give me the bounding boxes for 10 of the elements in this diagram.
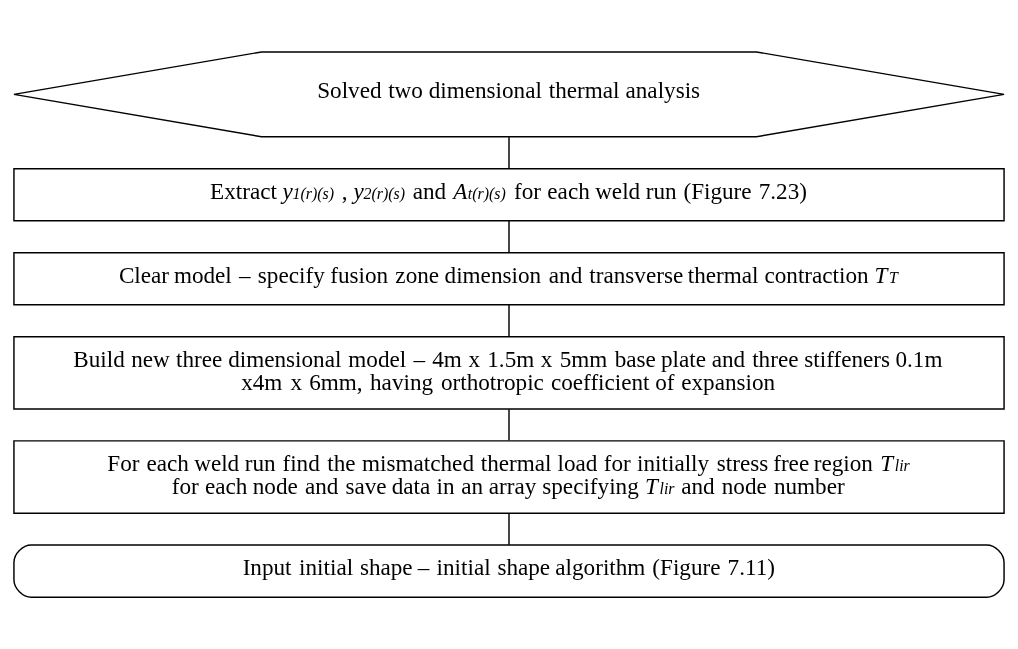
node-box: Extract y1(r)(s) , y2(r)(s) and At(r)(s) for each weld run (Figure 7.23) bbox=[13, 168, 1005, 222]
connector bbox=[508, 512, 510, 546]
node-box: Input initial shape – initial shape algorithm (Figure 7.11) bbox=[13, 544, 1005, 598]
connector bbox=[508, 304, 510, 338]
connector bbox=[508, 408, 510, 442]
node-box: Clear model – specify fusion zone dimension and transverse thermal contraction TT bbox=[13, 251, 1005, 306]
connector bbox=[508, 136, 510, 170]
node-box: Build new three dimensional model – 4m x 1.5m x 5mm base plate and three stiffeners 0.1m x4m x 6mm, having orthotropic coefficient of expansion bbox=[13, 335, 1005, 410]
node-box: For each weld run find the mismatched thermal load for initially stress free region Tlir for each node and save data in an array specifying Tlir and node number bbox=[13, 440, 1005, 514]
connector bbox=[508, 220, 510, 254]
